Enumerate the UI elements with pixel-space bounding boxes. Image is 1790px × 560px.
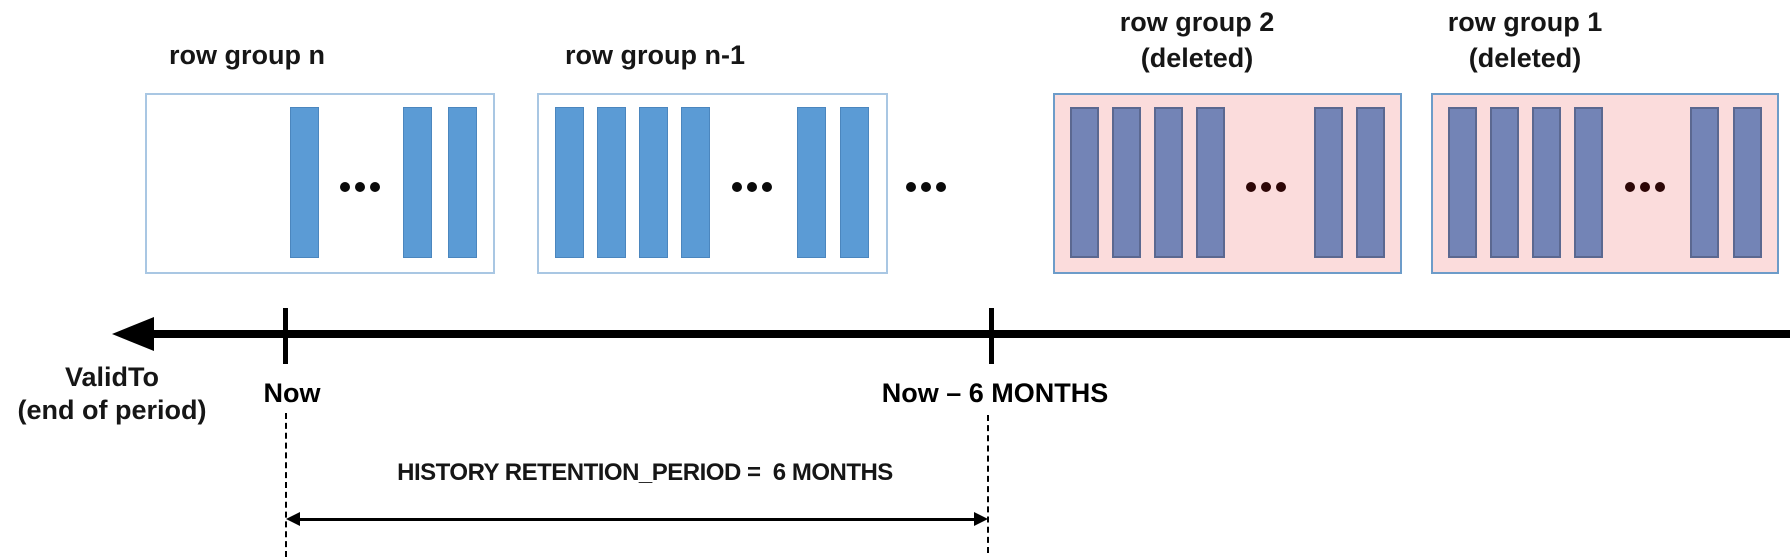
axis-label-line2: (end of period) <box>17 395 207 425</box>
columnstore-bar <box>840 107 869 258</box>
row-group-title: row group 1(deleted) <box>1447 7 1603 73</box>
tick-now <box>283 308 288 364</box>
axis-label-validto: ValidTo (end of period) <box>0 361 244 427</box>
row-group-box <box>537 93 888 274</box>
ellipsis-in-group-icon <box>340 182 380 192</box>
columnstore-bar <box>1196 107 1225 258</box>
row-group-box <box>1431 93 1779 274</box>
columnstore-bar <box>555 107 584 258</box>
columnstore-bar <box>1690 107 1719 258</box>
ellipsis-in-group-icon <box>1625 182 1665 192</box>
axis-label-line1: ValidTo <box>64 362 159 392</box>
columnstore-bar <box>448 107 477 258</box>
columnstore-bar <box>1314 107 1343 258</box>
columnstore-bar <box>1532 107 1561 258</box>
columnstore-bar <box>681 107 710 258</box>
row-group-box <box>145 93 495 274</box>
row-group-box <box>1053 93 1402 274</box>
timeline-arrowhead-icon <box>112 317 154 351</box>
dashed-line-cutoff <box>987 415 989 553</box>
retention-period-label: HISTORY RETENTION_PERIOD = 6 MONTHS <box>397 459 893 486</box>
label-now: Now <box>263 378 321 408</box>
retention-arrowhead-right-icon <box>974 512 988 526</box>
columnstore-bar <box>1574 107 1603 258</box>
dashed-line-now <box>285 413 287 557</box>
ellipsis-in-group-icon <box>1246 182 1286 192</box>
timeline-axis <box>148 330 1790 338</box>
label-now-minus-6-months: Now – 6 MONTHS <box>881 378 1109 408</box>
row-group-title: row group n-1 <box>565 40 745 70</box>
row-group-title: row group 2(deleted) <box>1119 7 1275 73</box>
ellipsis-in-group-icon <box>732 182 772 192</box>
columnstore-bar <box>403 107 432 258</box>
columnstore-bar <box>1356 107 1385 258</box>
columnstore-bar <box>1070 107 1099 258</box>
columnstore-bar <box>290 107 319 258</box>
columnstore-bar <box>1112 107 1141 258</box>
columnstore-bar <box>639 107 668 258</box>
ellipsis-between-groups-icon <box>906 182 946 192</box>
columnstore-bar <box>597 107 626 258</box>
columnstore-bar <box>1733 107 1762 258</box>
columnstore-bar <box>797 107 826 258</box>
columnstore-bar <box>1154 107 1183 258</box>
row-group-title: row group n <box>169 40 325 70</box>
tick-cutoff <box>989 308 994 364</box>
retention-arrowhead-left-icon <box>286 512 300 526</box>
columnstore-bar <box>1490 107 1519 258</box>
columnstore-bar <box>1448 107 1477 258</box>
retention-measure-line <box>299 518 975 521</box>
